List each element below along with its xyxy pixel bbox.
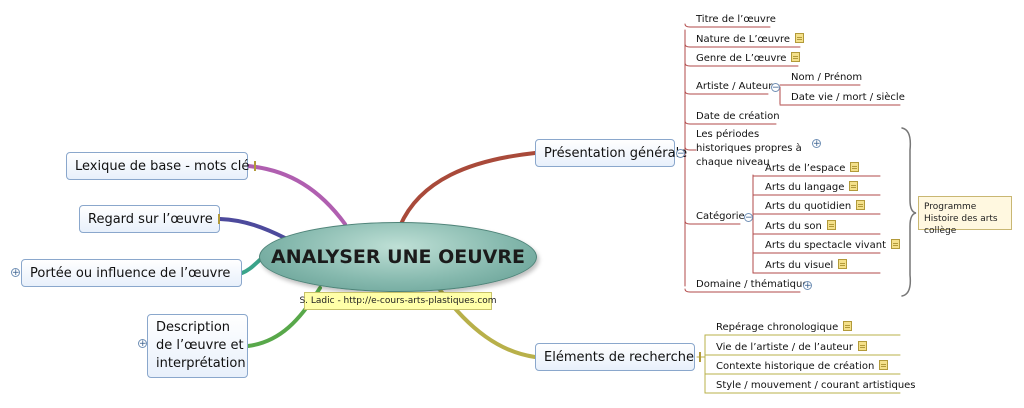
category-item[interactable]: Arts du visuel [765, 259, 848, 273]
recherche-item[interactable]: Repérage chronologique [716, 321, 853, 335]
credit-text: S. Ladic - http://e-cours-arts-plastique… [299, 296, 497, 306]
leaf-text: Artiste / Auteur [696, 81, 773, 92]
leaf-domaine[interactable]: Domaine / thématique [696, 278, 809, 292]
leaf-text: Arts du visuel [765, 260, 834, 271]
recherche-item[interactable]: Contexte historique de création [716, 360, 889, 374]
category-item[interactable]: Arts du son [765, 220, 836, 234]
leaf-text: Arts du son [765, 221, 822, 232]
category-item[interactable]: Arts du langage [765, 181, 859, 195]
leaf-text: Date de création [696, 111, 780, 122]
collapse-icon[interactable]: − [771, 83, 780, 93]
note-icon [843, 321, 853, 331]
note-icon [856, 200, 866, 210]
leaf-date-creation[interactable]: Date de création [696, 110, 780, 124]
connector [684, 146, 697, 151]
leaf-genre[interactable]: Genre de L’œuvre [696, 52, 801, 66]
connector [684, 220, 697, 225]
central-title: ANALYSER UNE OEUVRE [271, 246, 525, 268]
recherche-node[interactable]: Eléments de recherche [535, 343, 701, 371]
leaf-artiste[interactable]: Artiste / Auteur [696, 80, 772, 94]
description-label: Description de l’œuvre et interprétation [156, 320, 246, 371]
bracket [901, 127, 917, 297]
presentation-node[interactable]: Présentation générale [535, 139, 687, 167]
recherche-item[interactable]: Style / mouvement / courant artistiques [716, 379, 916, 393]
category-item[interactable]: Arts de l’espace [765, 162, 860, 176]
leaf-text: Vie de l’artiste / de l’auteur [716, 342, 853, 353]
leaf-date-vie[interactable]: Date vie / mort / siècle [791, 91, 905, 105]
note-icon [857, 341, 867, 351]
note-icon [795, 33, 805, 43]
leaf-text: Repérage chronologique [716, 322, 839, 333]
note-icon [891, 239, 900, 249]
leaf-text: Arts du spectacle vivant [765, 240, 886, 251]
leaf-text: Titre de l’œuvre [696, 14, 776, 25]
branch-regard [218, 217, 287, 240]
category-item[interactable]: Arts du spectacle vivant [765, 239, 900, 253]
connector [684, 43, 697, 48]
collapse-icon[interactable]: − [744, 213, 753, 223]
connector [684, 90, 697, 95]
leaf-categorie[interactable]: Catégorie [696, 210, 745, 224]
leaf-periodes[interactable]: Les périodes historiques propres à chaqu… [696, 128, 808, 170]
portee-label: Portée ou influence de l’œuvre [30, 265, 231, 281]
leaf-text: Catégorie [696, 211, 745, 222]
leaf-text: Nature de L’œuvre [696, 34, 791, 45]
leaf-text: Date vie / mort / siècle [791, 92, 905, 103]
recherche-item[interactable]: Vie de l’artiste / de l’auteur [716, 341, 867, 355]
connector [684, 120, 697, 125]
connector [684, 23, 697, 28]
note-icon [879, 360, 889, 370]
note-icon [826, 220, 836, 230]
expand-icon[interactable]: + [138, 339, 147, 349]
expand-icon[interactable]: + [803, 281, 812, 291]
note-icon [217, 214, 220, 224]
leaf-text: Contexte historique de création [716, 361, 875, 372]
leaf-text: Nom / Prénom [791, 72, 863, 83]
note-icon [254, 161, 257, 171]
branch-presentation [398, 151, 537, 228]
leaf-text: Les périodes historiques propres à chaqu… [696, 129, 802, 168]
note-icon [850, 162, 860, 172]
portee-node[interactable]: Portée ou influence de l’œuvre [21, 259, 242, 287]
recherche-label: Eléments de recherche [544, 349, 694, 365]
regard-node[interactable]: Regard sur l’œuvre [79, 205, 220, 233]
expand-icon[interactable]: + [11, 268, 20, 278]
branch-lexique [246, 164, 347, 226]
leaf-nom[interactable]: Nom / Prénom [791, 71, 862, 85]
expand-icon[interactable]: + [812, 139, 821, 149]
note-icon [699, 352, 701, 362]
leaf-text: Arts du langage [765, 182, 845, 193]
connector [684, 62, 697, 67]
presentation-label: Présentation générale [544, 145, 688, 161]
connector [684, 288, 697, 293]
lexique-node[interactable]: Lexique de base - mots clé [66, 152, 257, 180]
central-topic[interactable]: ANALYSER UNE OEUVRE [259, 222, 537, 292]
description-node[interactable]: Description de l’œuvre et interprétation [147, 314, 248, 378]
note-icon [849, 181, 859, 191]
callout-text: Programme Histoire des arts collège [924, 202, 998, 236]
leaf-text: Domaine / thématique [696, 279, 809, 290]
leaf-text: Genre de L’œuvre [696, 53, 787, 64]
leaf-nature[interactable]: Nature de L’œuvre [696, 33, 805, 47]
leaf-text: Arts de l’espace [765, 163, 846, 174]
leaf-text: Arts du quotidien [765, 201, 852, 212]
credit-label: S. Ladic - http://e-cours-arts-plastique… [299, 292, 497, 310]
note-icon [838, 259, 848, 269]
collapse-icon[interactable]: − [676, 149, 685, 159]
regard-label: Regard sur l’œuvre [88, 211, 213, 227]
leaf-text: Style / mouvement / courant artistiques [716, 380, 916, 391]
lexique-label: Lexique de base - mots clé [75, 158, 250, 174]
note-icon [791, 52, 801, 62]
category-item[interactable]: Arts du quotidien [765, 200, 866, 214]
programme-callout[interactable]: Programme Histoire des arts collège [918, 196, 1012, 236]
leaf-titre[interactable]: Titre de l’œuvre [696, 13, 776, 27]
